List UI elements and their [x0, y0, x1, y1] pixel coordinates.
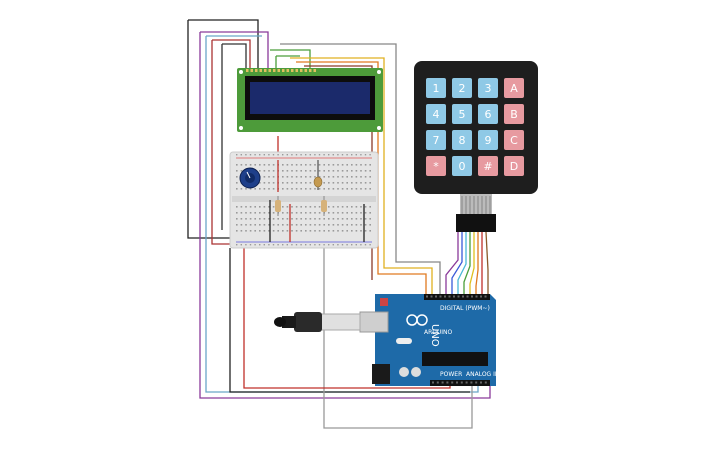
keypad-ribbon-lines [461, 196, 491, 214]
lcd-mount-hole [377, 70, 381, 74]
keypad-key-*[interactable]: * [426, 156, 446, 176]
arduino-usb-port [359, 311, 389, 333]
arduino-digital-label: DIGITAL (PWM~) [440, 305, 490, 312]
wire-purple [199, 31, 491, 399]
arduino-power-jack [372, 364, 390, 384]
resistor [275, 196, 281, 216]
keypad-key-label: 1 [433, 82, 440, 95]
keypad-key-label: * [433, 160, 439, 173]
wire-keypad-4 [463, 232, 471, 295]
keypad-key-7[interactable]: 7 [426, 130, 446, 150]
arduino-capacitor [399, 367, 409, 377]
keypad-key-2[interactable]: 2 [452, 78, 472, 98]
arduino-uno: UNO ARDUINO DIGITAL (PWM~) POWER ANALOG … [359, 294, 499, 386]
wire-keypad-5 [469, 232, 475, 295]
keypad-key-9[interactable]: 9 [478, 130, 498, 150]
wire-black-inner [221, 43, 247, 230]
keypad-key-label: # [483, 160, 492, 173]
potentiometer[interactable] [239, 167, 261, 189]
wire-keypad-2 [451, 232, 463, 295]
breadboard-channel [232, 196, 376, 202]
keypad-key-label: 3 [485, 82, 492, 95]
keypad-key-label: D [510, 160, 518, 173]
keypad-key-label: 5 [459, 108, 466, 121]
keypad-key-3[interactable]: 3 [478, 78, 498, 98]
keypad: 1 2 3 A 4 5 6 B 7 8 9 C * 0 # D [414, 61, 538, 232]
keypad-key-8[interactable]: 8 [452, 130, 472, 150]
lcd-mount-hole [239, 126, 243, 130]
keypad-ribbon [460, 194, 492, 214]
keypad-key-label: 2 [459, 82, 466, 95]
arduino-crystal [396, 338, 412, 344]
lcd-mount-hole [377, 126, 381, 130]
keypad-key-4[interactable]: 4 [426, 104, 446, 124]
wire-orange [296, 61, 427, 295]
keypad-key-0[interactable]: 0 [452, 156, 472, 176]
keypad-key-5[interactable]: 5 [452, 104, 472, 124]
wire-keypad-1 [445, 232, 459, 295]
keypad-connector [456, 214, 496, 232]
arduino-chip [422, 352, 488, 366]
arduino-capacitor [411, 367, 421, 377]
arduino-brand: UNO [429, 324, 440, 347]
keypad-key-label: 9 [485, 134, 492, 147]
arduino-analog-label: ANALOG IN [466, 371, 499, 378]
usb-plug [317, 313, 361, 331]
arduino-logo-icon [416, 314, 428, 326]
keypad-key-A[interactable]: A [504, 78, 524, 98]
lcd-screen [250, 82, 370, 114]
arduino-power-label: POWER [440, 371, 462, 378]
arduino-power-header [430, 380, 490, 386]
wire-keypad-6 [475, 232, 479, 295]
keypad-key-D[interactable]: D [504, 156, 524, 176]
keypad-key-label: C [510, 134, 518, 147]
keypad-key-6[interactable]: 6 [478, 104, 498, 124]
keypad-key-label: 7 [433, 134, 440, 147]
lcd-pin-header [246, 69, 316, 72]
keypad-key-label: B [510, 108, 518, 121]
wire-keypad-3 [457, 232, 467, 295]
usb-cable-end [274, 317, 286, 327]
usb-cable-strain [282, 316, 296, 328]
keypad-key-label: 6 [485, 108, 492, 121]
lcd-mount-hole [239, 70, 243, 74]
breadboard-holes [236, 154, 371, 246]
keypad-key-B[interactable]: B [504, 104, 524, 124]
keypad-key-label: 4 [433, 108, 440, 121]
arduino-pins [426, 295, 487, 384]
keypad-key-1[interactable]: 1 [426, 78, 446, 98]
wire-black-bb [229, 248, 470, 393]
wire-yellow [290, 57, 433, 295]
wire-black-left-loop [187, 19, 259, 239]
wire-keypad-8 [485, 231, 489, 295]
usb-cable [274, 312, 361, 332]
wire-gray-top [280, 43, 441, 295]
keypad-key-#[interactable]: # [478, 156, 498, 176]
keypad-key-label: 8 [459, 134, 466, 147]
resistor [321, 196, 327, 216]
lcd-display [237, 68, 383, 132]
breadboard [229, 151, 379, 249]
photoresistor [313, 160, 323, 190]
keypad-keys: 1 2 3 A 4 5 6 B 7 8 9 C * 0 # D [426, 78, 524, 176]
arduino-digital-header [424, 294, 490, 300]
keypad-key-C[interactable]: C [504, 130, 524, 150]
wire-green-top2 [275, 55, 300, 68]
arduino-maker: ARDUINO [424, 329, 453, 336]
arduino-reset-button[interactable] [380, 298, 388, 306]
keypad-key-label: A [510, 82, 518, 95]
keypad-key-label: 0 [459, 160, 466, 173]
usb-cable-body [294, 312, 322, 332]
